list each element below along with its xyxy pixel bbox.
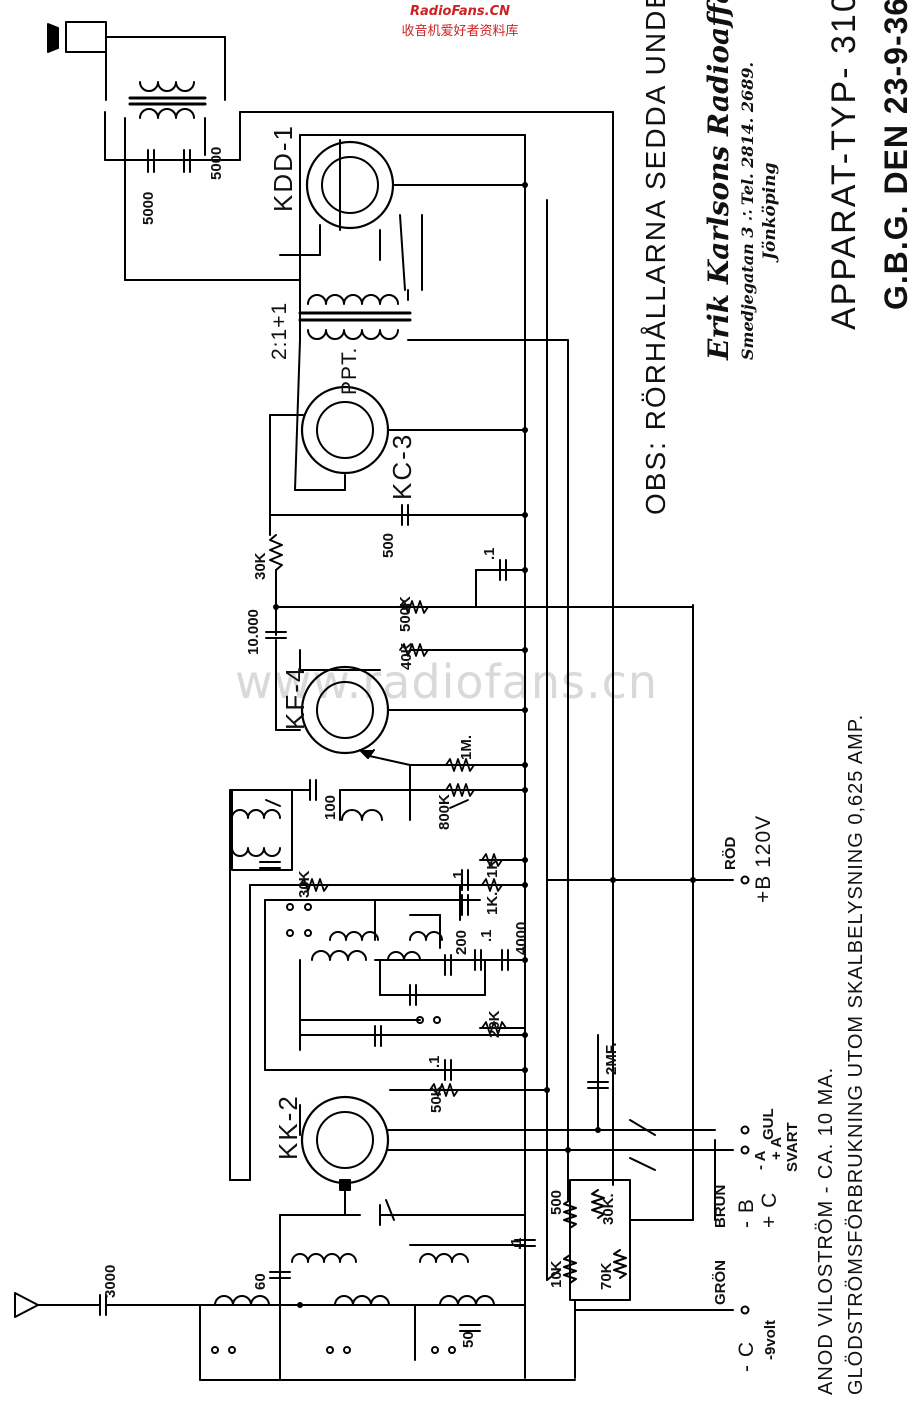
tube-kf4-label: KF-4 (280, 665, 310, 730)
cap-500-label: 500 (380, 532, 397, 558)
res-30k-plate-label: 30K (252, 552, 269, 580)
terminal-c-plus: + C (758, 1191, 781, 1228)
cap-50-label: 50 (460, 1331, 477, 1348)
terminal-c-minus: - C (735, 1341, 758, 1372)
res-70k-label: 70K (598, 1262, 615, 1290)
res-1k-b-label: 1K (484, 858, 501, 878)
anode-note: ANOD VILOSTRÖM - CA. 10 MA. (815, 1066, 837, 1395)
date-label: G.B.G. DEN 23-9-36 (878, 0, 914, 310)
res-20k-label: 20K (486, 1010, 503, 1038)
cap-1e-label: .1 (481, 547, 498, 560)
cap-200-label: 200 (453, 929, 470, 955)
terminal-a-minus: - A (752, 1150, 769, 1170)
pot-10k-label: 10K (548, 1260, 565, 1288)
terminal-rod: RÖD (722, 836, 739, 870)
cap-5000-b-label: 5000 (208, 146, 225, 180)
site-header: RadioFans.CN 收音机爱好者资料库 (0, 4, 920, 39)
cap-10000-label: 10.000 (245, 609, 262, 655)
cap-100-label: 100 (322, 794, 339, 820)
terminal-9volt: -9volt (762, 1319, 779, 1360)
terminal-brun: BRUN (712, 1184, 729, 1228)
cap-4000-label: 4000 (513, 921, 530, 955)
res-30k-bias-label: 30K. (600, 1193, 617, 1225)
antenna-cap-label: 3000 (102, 1264, 119, 1298)
res-40k-label: 40K (398, 642, 415, 670)
res-30k-osc-label: 30K (296, 870, 313, 898)
watermark: www.radiofans.cn (235, 655, 659, 709)
res-800k-label: 800K (436, 794, 453, 830)
res-1m-label: 1M. (458, 734, 475, 760)
cap-60-label: 60 (252, 1273, 269, 1290)
shop-name: Erik Karlsons Radioaffär (702, 0, 735, 360)
ppt-label: PPT. (338, 346, 361, 395)
terminal-gron: GRÖN (712, 1260, 729, 1305)
shop-city: Jönköping (760, 162, 780, 260)
site-name-cn: 收音机爱好者资料库 (401, 24, 519, 39)
terminal-a-plus: + A (768, 1136, 785, 1160)
cap-5000-a-label: 5000 (140, 191, 157, 225)
obs-note: OBS: RÖRHÅLLARNA SEDDA UNDERIFRÅN (640, 0, 671, 515)
res-50k-label: 50K (428, 1085, 445, 1113)
ratio-label: 2:1+1 (268, 301, 291, 360)
terminal-b-minus: - B (735, 1198, 758, 1228)
cap-2mf-label: 2MF. (603, 1042, 620, 1075)
shop-address: Smedjegatan 3 ∴ Tel. 2814. 2689. (738, 61, 757, 360)
glow-note: GLÖDSTRÖMSFÖRBRUKNING UTOM SKALBELYSNING… (845, 713, 867, 1395)
tube-kk2-label: KK-2 (273, 1094, 303, 1160)
cap-1d-label: .1 (450, 870, 467, 883)
terminal-b120: +B 120V (752, 814, 775, 903)
res-500-label: 500 (548, 1189, 565, 1215)
res-1k-a-label: 1K. (484, 891, 501, 915)
model-label: APPARAT-TYP- 310-B (825, 0, 863, 330)
tube-kc3-label: KC-3 (387, 432, 417, 500)
site-name: RadioFans.CN (410, 4, 510, 19)
tube-kdd1-label: KDD-1 (268, 123, 298, 212)
cap-1a-label: .1 (508, 1237, 525, 1250)
terminal-svart: SVART (784, 1122, 801, 1172)
cap-1b-label: .1 (426, 1055, 443, 1068)
res-500k-label: 500K (397, 596, 414, 632)
cap-1c-label: .1 (478, 929, 495, 942)
terminal-gul: GUL (760, 1108, 777, 1140)
